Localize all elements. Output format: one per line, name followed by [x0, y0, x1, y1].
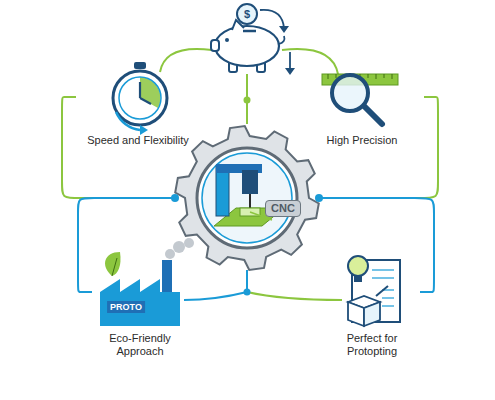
leaf-vein [112, 258, 117, 276]
connector-line [319, 97, 438, 198]
magnifier-lens [332, 75, 368, 111]
chimney [162, 260, 172, 294]
smoke [173, 241, 185, 253]
stopwatch-icon [113, 62, 167, 135]
connector-line [62, 97, 175, 198]
badge-text: CNC [265, 200, 301, 217]
coin-arrow [289, 52, 291, 70]
benefit-item: High Precision [300, 60, 424, 147]
spindle-head [242, 170, 258, 194]
light-bulb [348, 256, 368, 276]
box-side [348, 302, 364, 326]
pig-eye [225, 38, 229, 42]
gear-inner [202, 153, 292, 243]
cutting-tool [249, 194, 251, 208]
pig-body [215, 26, 279, 66]
leaf [105, 252, 120, 276]
smoke [165, 249, 175, 259]
watch-case [113, 71, 167, 125]
ring-arc [184, 292, 247, 300]
ring-dot [244, 97, 251, 104]
connector-line [319, 198, 434, 292]
arrow-head [279, 26, 289, 33]
watch-button [134, 62, 146, 69]
pencil [376, 286, 388, 296]
ring-arc [247, 292, 342, 300]
coin [237, 4, 257, 24]
machine-column [216, 166, 229, 216]
factory-body [100, 292, 180, 326]
item-label: Perfect for Protopting [324, 332, 420, 358]
connector-line [78, 198, 175, 292]
arrow-head [285, 68, 295, 75]
speed-arrow [116, 112, 140, 130]
gear-hub [197, 148, 297, 248]
item-label: Eco-Friendly Approach [92, 332, 188, 358]
piggy-bank-icon [211, 4, 295, 75]
bulb-base [354, 276, 362, 282]
item-label: High Precision [300, 134, 424, 147]
benefit-item: Perfect for Protopting [324, 252, 420, 358]
coin-slot [243, 30, 256, 33]
magnifier-icon [322, 74, 398, 124]
ring-arc [160, 49, 212, 72]
smoke [184, 238, 194, 248]
pig-snout [211, 40, 219, 51]
pig-ear [232, 20, 244, 30]
gear-illustration [175, 126, 319, 270]
item-label: Speed and Flexibility [76, 134, 200, 147]
factory-sign: PROTO [107, 301, 145, 313]
factory-roof [100, 279, 160, 292]
watch-hand [139, 82, 141, 98]
watch-hand [140, 98, 151, 104]
box-side [364, 302, 380, 326]
magnifier-handle [364, 106, 382, 124]
prototype-icon [348, 256, 400, 326]
watch-dial [119, 77, 161, 119]
time-sector [140, 77, 161, 108]
coin-arrow [260, 10, 284, 28]
factory-icon [100, 238, 194, 326]
ring-arc [282, 49, 338, 74]
ring-dot [244, 289, 251, 296]
currency-symbol: $ [244, 8, 250, 20]
benefit-item: Speed and Flexibility [76, 60, 200, 147]
arrow-head [140, 125, 148, 135]
gear-node: CNC [175, 126, 319, 270]
gear-outline [175, 126, 319, 270]
pig-tail [279, 36, 284, 44]
